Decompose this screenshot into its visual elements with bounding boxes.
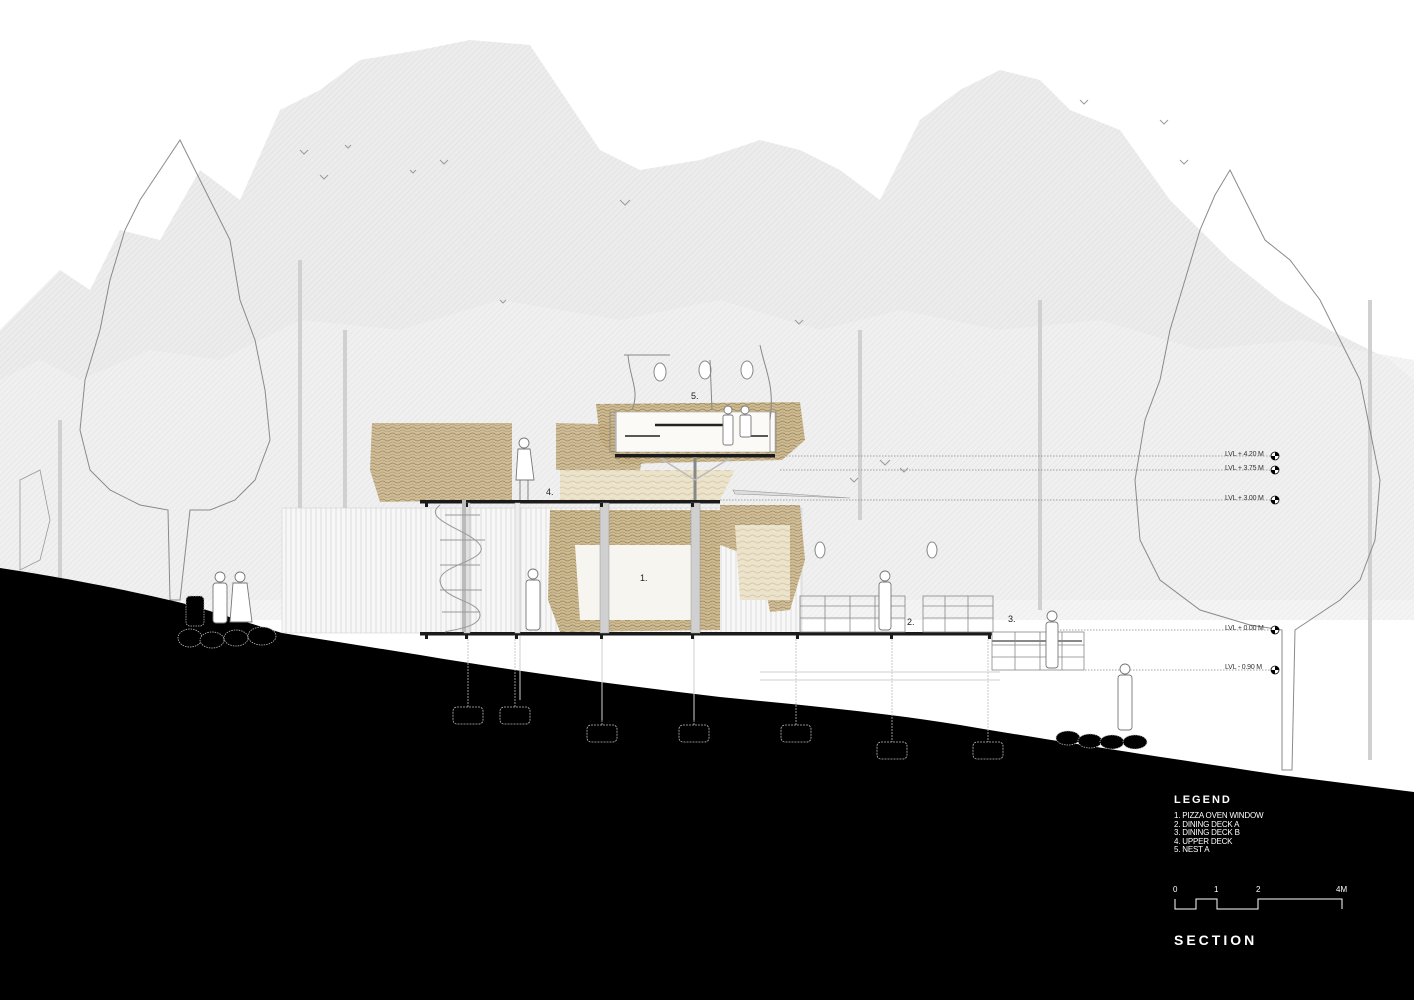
legend-item: 1. PIZZA OVEN WINDOW [1174, 811, 1264, 820]
level-label-3-75: LVL + 3.75 M [1225, 465, 1264, 472]
space-label-upper-deck: 4. [546, 487, 554, 497]
space-label-dining-deck-a: 2. [907, 617, 915, 627]
stone-retaining-wall-right [1055, 730, 1148, 750]
scale-tick-4m: 4M [1336, 885, 1348, 894]
figure-upper-deck [515, 437, 535, 500]
space-label-dining-deck-b: 3. [1008, 614, 1016, 624]
hanging-lanterns [624, 344, 938, 559]
figure-lower-ground [1117, 663, 1133, 731]
scale-tick-2: 2 [1256, 885, 1261, 894]
figure-deck-b [1045, 610, 1059, 669]
legend-item: 5. NEST A [1174, 845, 1210, 854]
primary-structure [420, 454, 1082, 642]
legend-item: 3. DINING DECK B [1174, 828, 1240, 837]
pier-footings [452, 636, 1004, 760]
space-label-nest-a: 5. [691, 391, 699, 401]
drawing-title: SECTION [1174, 932, 1258, 948]
level-label-3-00: LVL + 3.00 M [1225, 495, 1264, 502]
level-label-minus-0-90: LVL - 0.90 M [1225, 664, 1262, 671]
space-label-pizza-oven-window: 1. [640, 573, 648, 583]
human-figures [212, 405, 1133, 731]
scale-bar [1174, 898, 1343, 910]
spiral-stair [435, 500, 485, 633]
scale-tick-1: 1 [1214, 885, 1219, 894]
legend-title: LEGEND [1174, 794, 1232, 806]
level-datum-markers [1270, 451, 1280, 675]
figures-nest [722, 405, 752, 446]
stone-retaining-wall-left [177, 595, 277, 649]
level-label-4-20: LVL + 4.20 M [1225, 451, 1264, 458]
legend-item: 2. DINING DECK A [1174, 819, 1240, 829]
under-deck-framing [519, 636, 1000, 720]
level-label-0-00: LVL + 0.00 M [1225, 625, 1264, 632]
legend: LEGEND 1. PIZZA OVEN WINDOW 2. DINING DE… [1174, 794, 1264, 855]
figure-deck-a [878, 570, 892, 631]
railings [609, 411, 1085, 671]
figure-elderly-couple [212, 571, 253, 624]
ground-section [0, 568, 1414, 1000]
scale-tick-0: 0 [1173, 885, 1178, 894]
level-lines [720, 455, 1270, 671]
figure-ground-floor [525, 568, 541, 631]
legend-item: 4. UPPER DECK [1174, 836, 1233, 846]
